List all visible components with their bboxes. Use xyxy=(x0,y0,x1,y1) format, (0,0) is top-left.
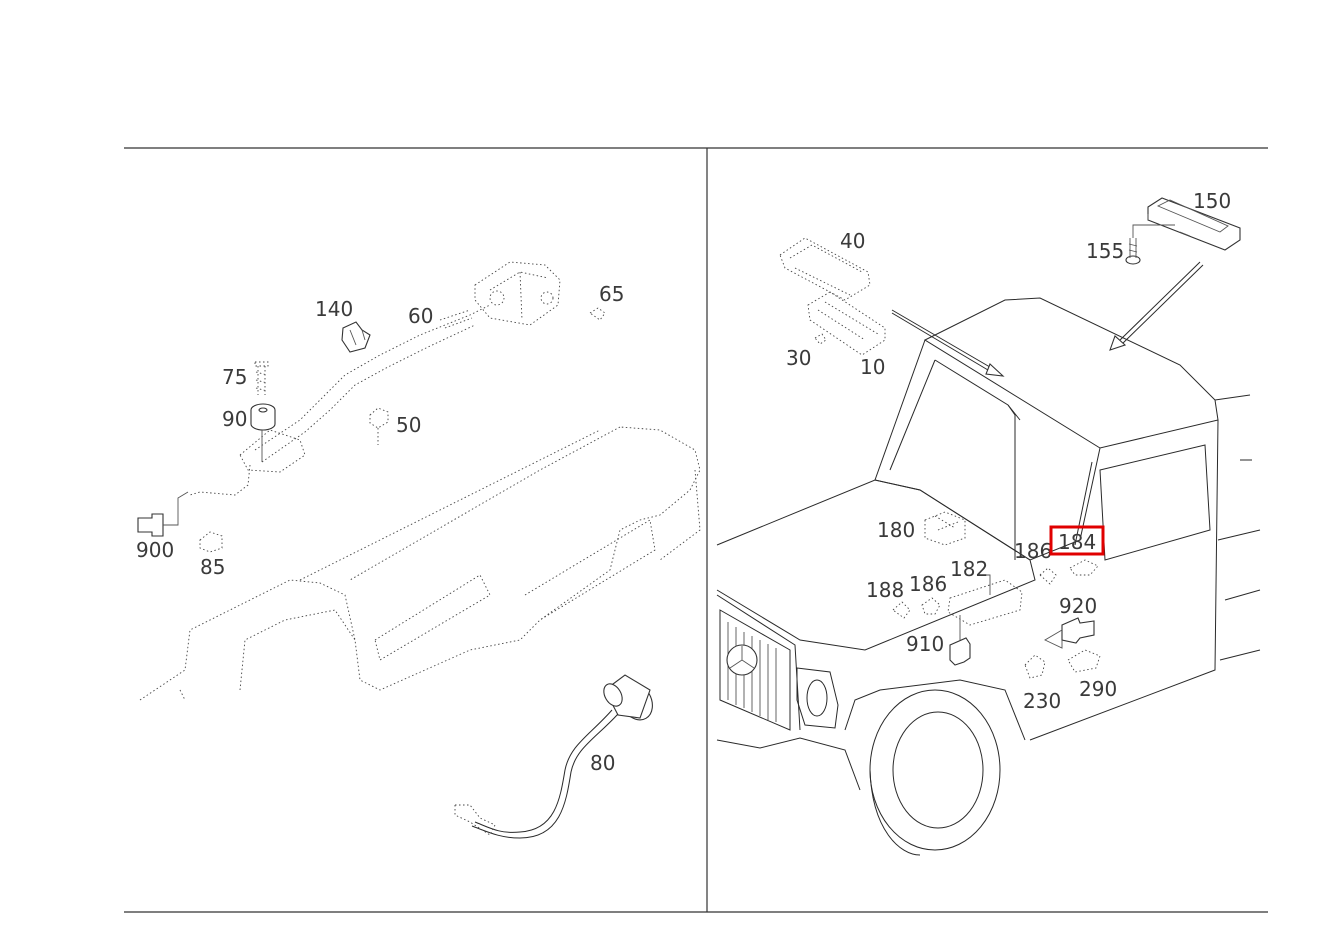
callout-label: 182 xyxy=(950,557,988,581)
clip-icon xyxy=(341,321,371,353)
callout-label: 140 xyxy=(315,297,353,321)
connector-icon xyxy=(949,615,971,666)
callout-label: 10 xyxy=(860,355,885,379)
nut-icon xyxy=(589,307,606,321)
connector-icon xyxy=(1044,617,1095,649)
screw-icon xyxy=(254,361,269,395)
round-sensor-icon xyxy=(454,674,653,839)
callout-label: 290 xyxy=(1079,677,1117,701)
arrow xyxy=(891,309,996,371)
lamp-lens-icon xyxy=(779,237,886,356)
dashboard-outline xyxy=(139,426,701,701)
callout-label: 180 xyxy=(877,518,915,542)
callout-label: 50 xyxy=(396,413,421,437)
callout-label: 230 xyxy=(1023,689,1061,713)
callout-label: 80 xyxy=(590,751,615,775)
nut-icon xyxy=(369,407,389,445)
grommet-icon xyxy=(250,403,276,462)
screw-icon xyxy=(1125,224,1175,265)
callout-label: 40 xyxy=(840,229,865,253)
callout-label: 900 xyxy=(136,538,174,562)
callout-label: 30 xyxy=(786,346,811,370)
relay-icon xyxy=(924,511,966,546)
callout-label: 65 xyxy=(599,282,624,306)
bracket-icon xyxy=(199,531,223,553)
light-bar-icon xyxy=(1147,197,1241,251)
callout-label: 155 xyxy=(1086,239,1124,263)
callout-label: 186 xyxy=(909,572,947,596)
bracket-icon xyxy=(239,429,306,473)
callout-label: 186 xyxy=(1014,539,1052,563)
right-panel: 40 150 155 30 10 180 184 186 182 188 186… xyxy=(716,189,1261,856)
connector-icon xyxy=(137,491,189,537)
callout-label: 90 xyxy=(222,407,247,431)
callout-label: 75 xyxy=(222,365,247,389)
highlight-box[interactable] xyxy=(1049,525,1105,556)
cable-harness-icon xyxy=(254,304,491,451)
arrow xyxy=(1117,261,1201,343)
callout-label: 150 xyxy=(1193,189,1231,213)
left-panel: 140 60 65 75 90 50 900 85 80 xyxy=(136,261,701,839)
callout-label: 188 xyxy=(866,578,904,602)
vehicle-outline-icon xyxy=(716,297,1261,856)
callout-label: 910 xyxy=(906,632,944,656)
sensor-housing-icon xyxy=(439,261,561,329)
callout-label-highlighted: 184 xyxy=(1058,530,1096,554)
callout-label: 60 xyxy=(408,304,433,328)
callout-label: 85 xyxy=(200,555,225,579)
relay-icon xyxy=(947,579,1023,626)
callout-label: 920 xyxy=(1059,594,1097,618)
